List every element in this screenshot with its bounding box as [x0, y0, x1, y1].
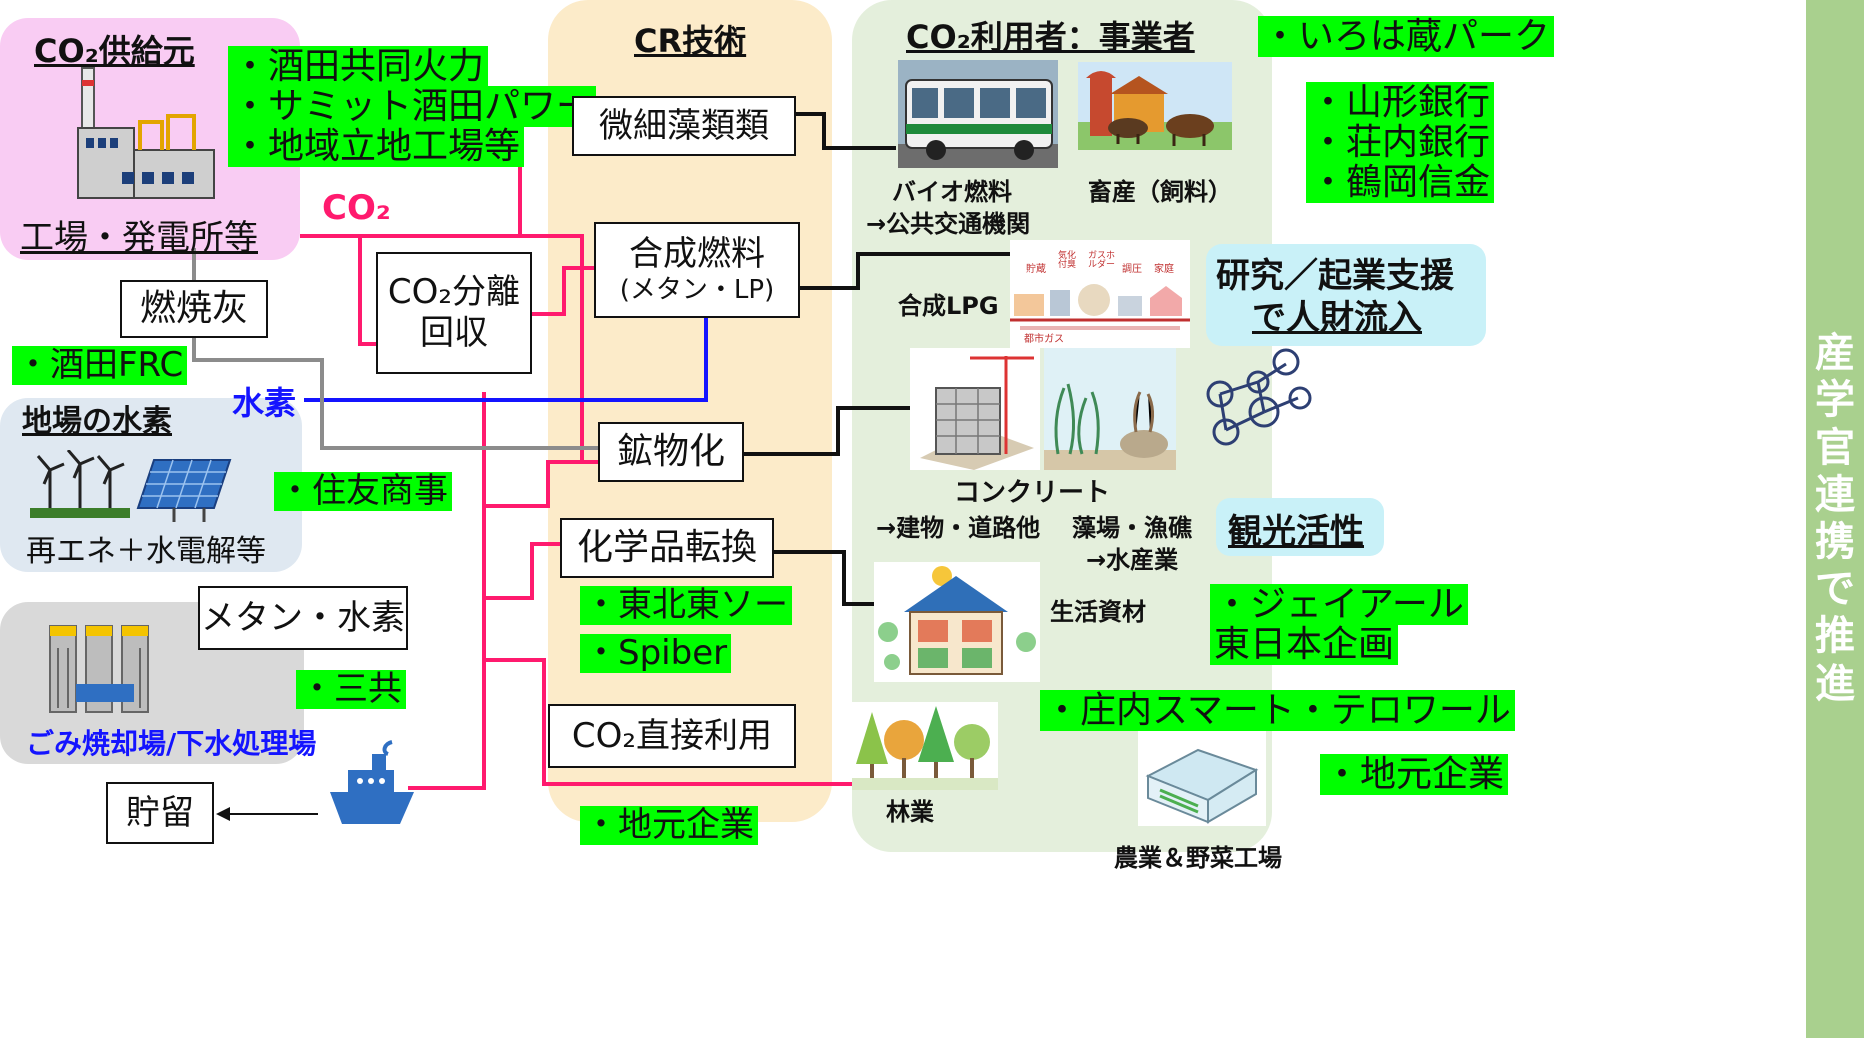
ash-box: 燃焼灰 — [120, 280, 268, 338]
co2-line-sep-fuel — [532, 266, 594, 316]
seaweed-icon — [1044, 348, 1176, 470]
algae-box: 微細藻類類 — [572, 96, 796, 156]
fuel-line-2: (メタン・LP) — [619, 274, 775, 305]
vertical-char-8: 進 — [1815, 660, 1855, 707]
lpg-step-pressure: 調圧 — [1122, 264, 1142, 275]
co2-line-trunk — [408, 392, 486, 790]
vertical-char-1: 産 — [1815, 330, 1855, 377]
supplier-title: CO₂供給元 — [34, 32, 195, 70]
waste-label: ごみ焼却場/下水処理場 — [26, 727, 317, 760]
out-chemical — [774, 550, 874, 606]
tohoku-tosoh: ・東北東ソー — [580, 585, 792, 626]
lpg-city-gas: 都市ガス — [1024, 334, 1064, 345]
supplier-company-3: ・地域立地工場等 — [228, 126, 525, 168]
gas-facility-icon — [1010, 284, 1190, 330]
bank-yamagata: ・山形銀行 — [1306, 82, 1495, 124]
agri-label: 農業＆野菜工場 — [1114, 844, 1282, 872]
out-mineral — [744, 406, 910, 456]
bio-fuel-label-1: バイオ燃料 — [892, 178, 1012, 206]
right-local-companies: ・地元企業 — [1320, 754, 1509, 796]
livestock-icon — [1078, 62, 1232, 150]
sankyo: ・三共 — [296, 669, 406, 710]
lpg-label: 合成LPG — [898, 292, 999, 320]
tourism-panel — [1216, 498, 1384, 556]
vertical-char-7: 推 — [1815, 613, 1855, 660]
fuel-line-1: 合成燃料 — [629, 234, 765, 274]
concrete-label-2: →建物・道路他 — [876, 514, 1041, 542]
spiber: ・Spiber — [580, 633, 732, 674]
research-line-1: 研究／起業支援 — [1216, 256, 1454, 296]
ship-icon — [330, 740, 414, 824]
methane-hydrogen-box: メタン・水素 — [198, 586, 408, 650]
lpg-step-home: 家庭 — [1154, 264, 1174, 275]
supplier-label: 工場・発電所等 — [20, 218, 258, 258]
co2-line-to-separation — [358, 236, 376, 346]
shonai-smart-terroir: ・庄内スマート・テロワール — [1040, 690, 1515, 732]
ash-line — [192, 248, 598, 450]
fuel-box: 合成燃料 (メタン・LP) — [594, 222, 800, 318]
wind-turbine-icon — [30, 450, 130, 518]
vertical-char-4: 連 — [1815, 471, 1855, 518]
forestry-label: 林業 — [886, 798, 934, 826]
iroha-park: ・いろは蔵パーク — [1258, 16, 1555, 58]
bus-icon — [898, 60, 1058, 168]
network-people-icon — [1206, 348, 1312, 446]
solar-panel-icon — [136, 459, 232, 522]
separation-box: CO₂分離 回収 — [376, 252, 532, 374]
hydrogen-title: 地場の水素 — [22, 404, 172, 439]
factory-icon — [77, 67, 215, 199]
chemical-box: 化学品転換 — [560, 518, 774, 578]
vertical-char-6: で — [1815, 566, 1855, 613]
greenhouse-icon — [1138, 730, 1266, 826]
lpg-step-vaporize: 気化付臭 — [1058, 251, 1077, 270]
vertical-char-2: 学 — [1815, 377, 1855, 424]
lpg-step-storage: 貯蔵 — [1026, 264, 1046, 275]
out-fuel — [800, 252, 1010, 290]
hydrogen-line-label: 水素 — [232, 384, 297, 422]
supplier-company-1: ・酒田共同火力 — [228, 46, 489, 88]
separation-line-1: CO₂分離 — [387, 272, 521, 313]
living-label: 生活資材 — [1050, 598, 1146, 626]
livestock-label: 畜産（飼料） — [1088, 178, 1232, 206]
co2-label: CO₂ — [322, 188, 391, 228]
bank-shonai: ・荘内銀行 — [1306, 122, 1495, 164]
supplier-company-2: ・サミット酒田パワー — [228, 86, 597, 128]
waste-plant-icon — [49, 625, 149, 713]
cr-local-companies: ・地元企業 — [580, 805, 758, 846]
research-line-2: で人財流入 — [1252, 298, 1422, 338]
sumitomo: ・住友商事 — [274, 471, 452, 512]
construction-icon — [910, 348, 1040, 470]
house-icon — [874, 562, 1040, 682]
mineral-box: 鉱物化 — [598, 422, 744, 482]
jr-line-2: 東日本企画 — [1210, 624, 1399, 666]
separation-line-2: 回収 — [420, 313, 488, 353]
hydrogen-line — [304, 318, 708, 402]
hydrogen-sub: 再エネ＋水電解等 — [26, 534, 266, 569]
concrete-label-1: コンクリート — [954, 478, 1111, 508]
sakata-frc: ・酒田FRC — [12, 345, 188, 386]
seaweed-label-2: →水産業 — [1086, 546, 1179, 574]
out-algae — [796, 112, 896, 150]
storage-box: 貯留 — [106, 782, 214, 844]
bio-fuel-label-2: →公共交通機関 — [866, 210, 1031, 238]
storage-arrowhead — [216, 807, 230, 821]
co2-line-to-direct — [484, 658, 854, 786]
co2-line-to-mineral — [484, 460, 598, 508]
lpg-step-holder: ガスホルダー — [1088, 251, 1116, 270]
lpg-diagram: 貯蔵 気化付臭 ガスホルダー 調圧 家庭 都市ガス — [1010, 240, 1190, 348]
research-panel — [1206, 244, 1486, 346]
co2-line-to-chemical — [484, 542, 560, 600]
jr-line-1: ・ジェイアール — [1210, 584, 1468, 626]
bank-tsuruoka: ・鶴岡信金 — [1306, 162, 1495, 204]
vertical-char-3: 官 — [1815, 424, 1855, 471]
seaweed-label-1: 藻場・漁礁 — [1072, 514, 1192, 542]
direct-use-box: CO₂直接利用 — [548, 704, 796, 768]
vertical-char-5: 携 — [1815, 519, 1855, 565]
users-title: CO₂利用者：事業者 — [906, 18, 1195, 56]
cr-title: CR技術 — [634, 22, 747, 60]
vertical-banner: 産 学 官 連 携 で 推 進 — [1806, 0, 1864, 1038]
forest-icon — [852, 702, 998, 790]
tourism-title: 観光活性 — [1228, 512, 1364, 552]
